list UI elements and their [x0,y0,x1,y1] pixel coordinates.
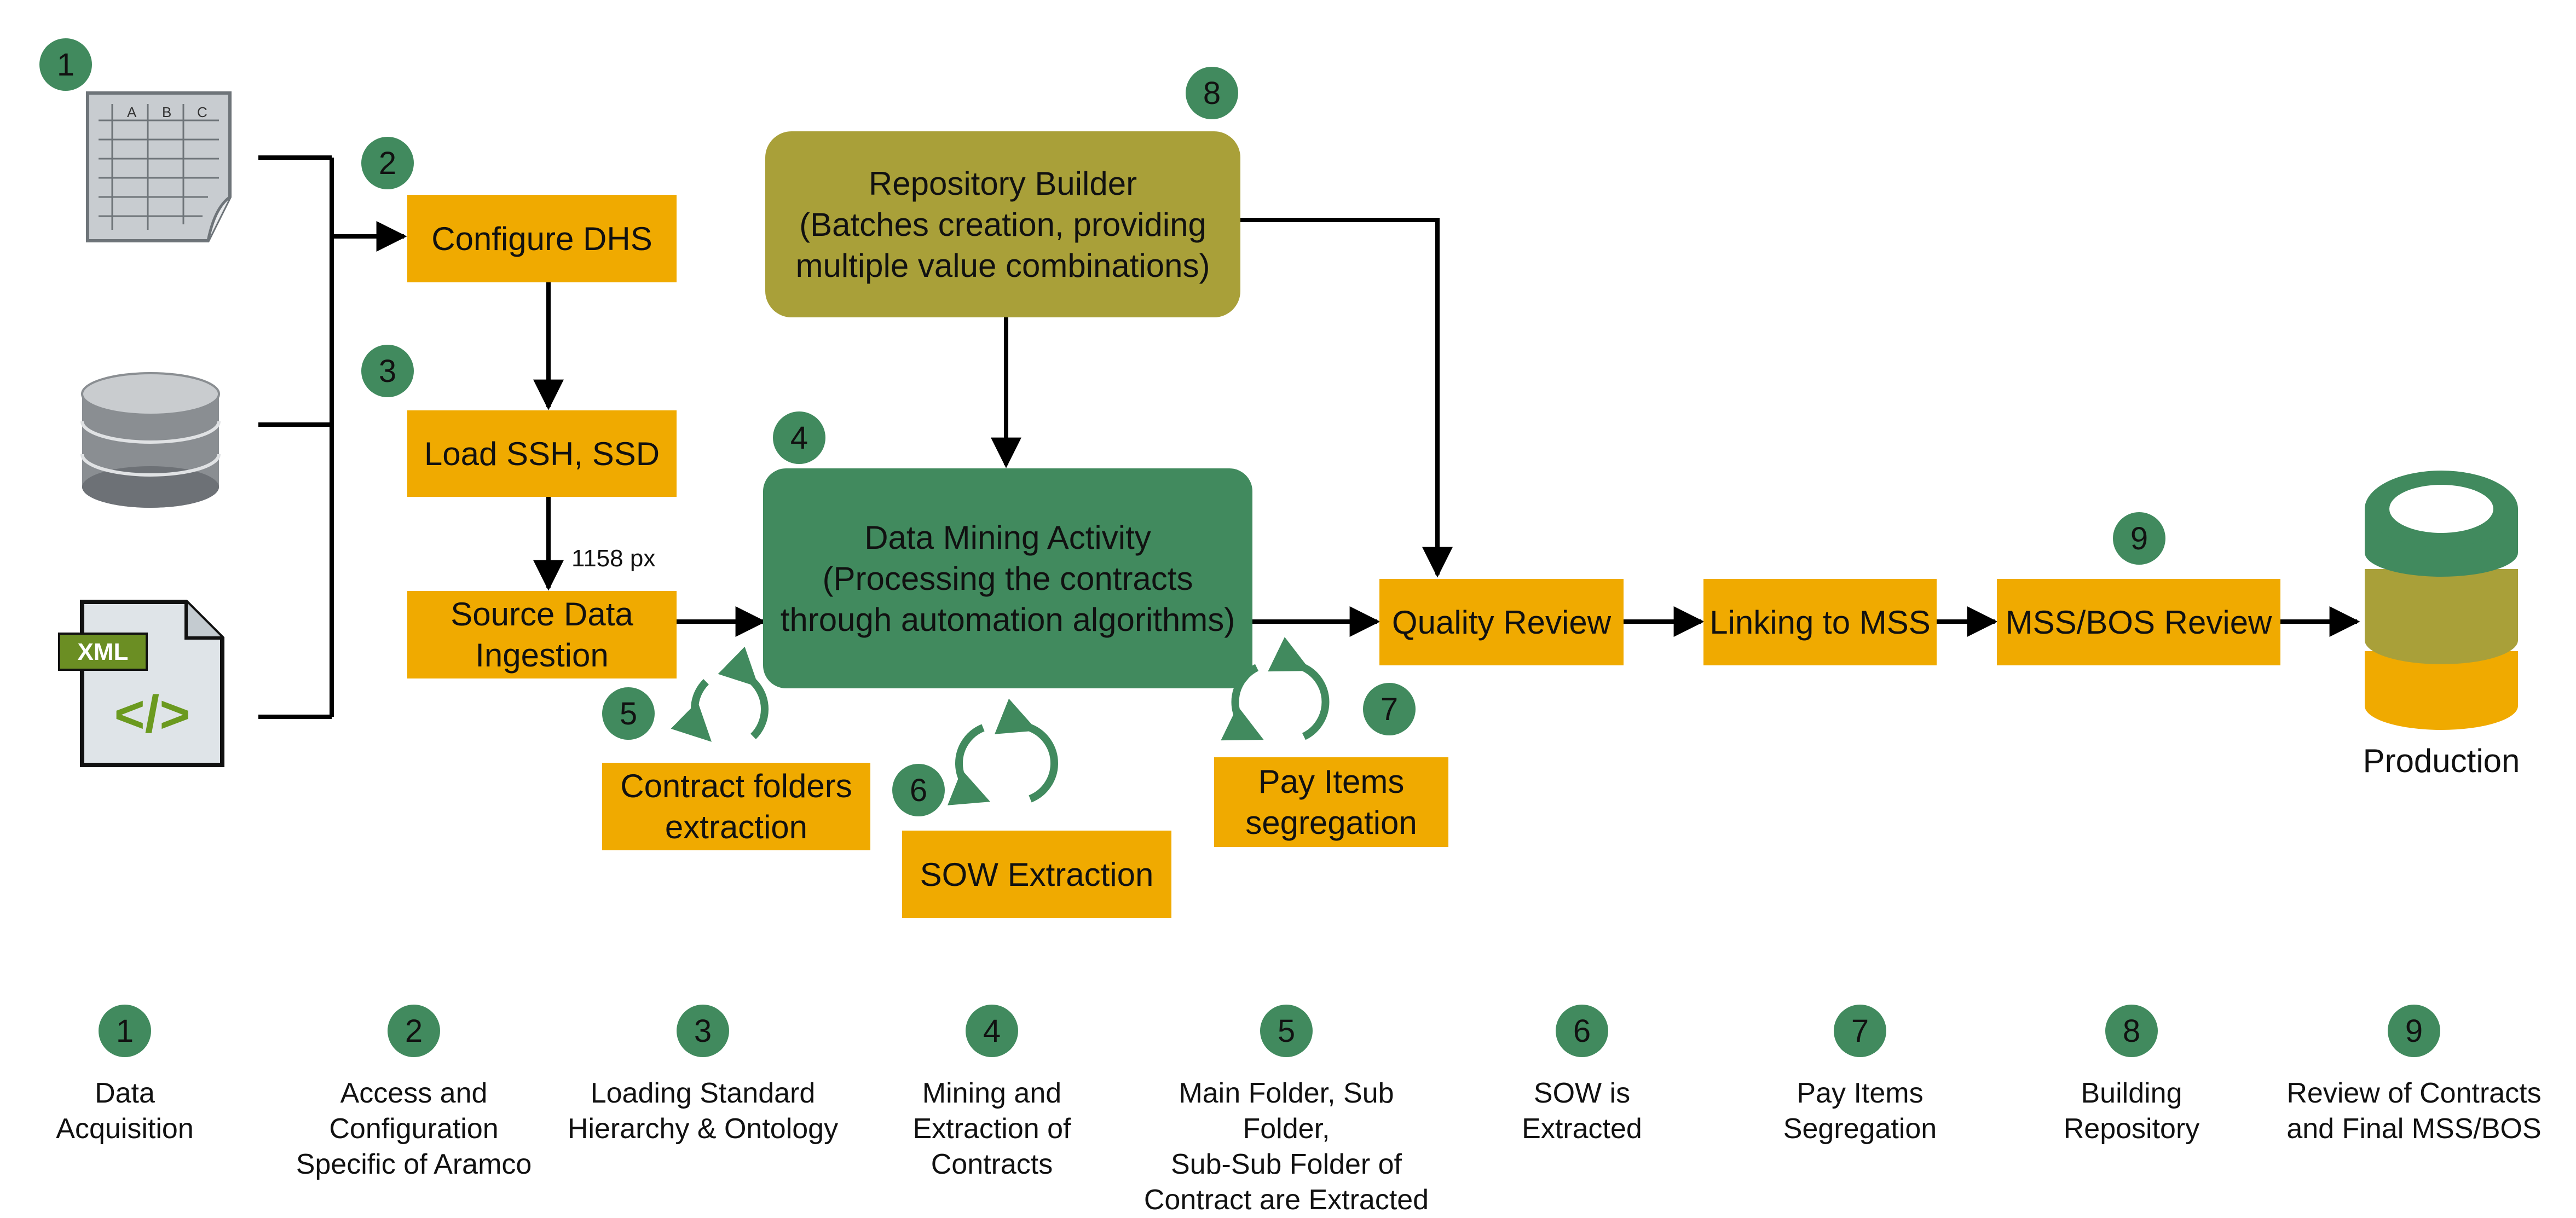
xml-code-glyph: </> [114,685,190,744]
legend-badge-6: 6 [1556,1005,1608,1057]
production-database-icon [2365,471,2518,730]
legend-badge-5: 5 [1260,1005,1313,1057]
spreadsheet-col-c: C [197,104,207,120]
mss-bos-review-box: MSS/BOS Review [1997,579,2280,665]
legend-text-6: SOW is Extracted [1522,1077,1642,1145]
step-badge-1: 1 [39,38,92,91]
legend-badge-1: 1 [99,1005,151,1057]
data-mining-activity-box: Data Mining Activity (Processing the con… [763,468,1252,688]
step-badge-3: 3 [361,345,414,397]
legend-badge-3: 3 [677,1005,729,1057]
legend-badge-7: 7 [1834,1005,1886,1057]
step-badge-6: 6 [892,764,945,816]
spreadsheet-icon: A B C [86,91,232,242]
linking-to-mss-box: Linking to MSS [1703,579,1937,665]
xml-label: XML [78,639,129,665]
legend-text-9: Review of Contracts and Final MSS/BOS [2286,1077,2542,1145]
step-badge-5: 5 [602,687,655,740]
quality-review-box: Quality Review [1379,579,1624,665]
step-badge-2: 2 [361,137,414,189]
legend-badge-2: 2 [388,1005,440,1057]
step-badge-9: 9 [2113,512,2165,565]
step-badge-8: 8 [1186,67,1238,119]
legend-text-3: Loading Standard Hierarchy & Ontology [567,1077,839,1145]
step-badge-4: 4 [773,411,825,464]
legend-badge-4: 4 [966,1005,1018,1057]
spreadsheet-col-a: A [127,104,137,120]
pay-items-segregation-box: Pay Items segregation [1214,757,1448,847]
configure-dhs-box: Configure DHS [407,195,677,282]
contract-folders-extraction-box: Contract folders extraction [602,763,870,850]
source-bracket [258,155,334,719]
database-icon [80,372,221,508]
cycle-icon-contract-folders [671,646,769,742]
legend-badge-8: 8 [2105,1005,2158,1057]
cycle-icon-pay-items [1221,637,1330,741]
legend-text-8: Building Repository [2063,1077,2200,1145]
source-data-ingestion-box: Source Data Ingestion [407,591,677,678]
spreadsheet-col-b: B [162,104,171,120]
legend-text-4: Mining and Extraction of Contracts [912,1077,1071,1180]
load-ssh-ssd-box: Load SSH, SSD [407,410,677,497]
arrow-repository-to-quality [1240,218,1453,578]
legend-text-7: Pay Items Segregation [1783,1077,1937,1145]
step-badge-7: 7 [1363,683,1416,735]
xml-file-icon: XML </> [58,600,224,767]
production-label: Production [2363,743,2520,779]
legend-text-5: Main Folder, Sub Folder, Sub-Sub Folder … [1143,1077,1429,1216]
legend-text-2: Access and Configuration Specific of Ara… [296,1077,532,1180]
sow-extraction-box: SOW Extraction [902,831,1171,918]
dimension-annotation: 1158 px [571,545,656,572]
cycle-icon-sow [947,698,1059,805]
legend-text-1: Data Acquisition [56,1077,194,1145]
repository-builder-box: Repository Builder (Batches creation, pr… [765,131,1240,317]
legend-badge-9: 9 [2388,1005,2440,1057]
